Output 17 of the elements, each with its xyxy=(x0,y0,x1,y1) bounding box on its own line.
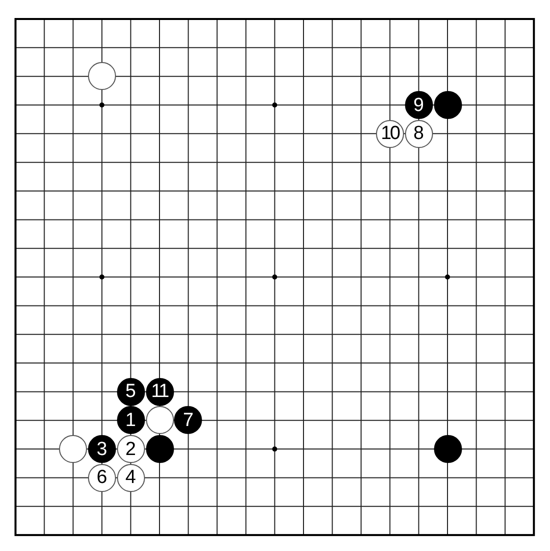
numbered-stone: 1 xyxy=(116,406,145,434)
numbered-stone: 2 xyxy=(116,435,145,464)
numbered-stone: 8 xyxy=(404,120,433,148)
numbered-stone: 5 xyxy=(116,378,145,406)
stone-icon xyxy=(146,406,174,434)
numbered-stone: 3 xyxy=(88,435,116,464)
numbered-stone: 10 xyxy=(376,120,404,148)
numbered-stone: 4 xyxy=(116,464,145,492)
stone-icon xyxy=(59,435,88,464)
stone-icon xyxy=(434,435,462,464)
stone-icon xyxy=(146,435,174,464)
numbered-stone: 6 xyxy=(88,464,116,492)
stone-icon xyxy=(434,91,462,119)
numbered-stone: 9 xyxy=(404,91,433,119)
numbered-stone: 7 xyxy=(174,406,202,434)
numbered-stone: 11 xyxy=(146,378,174,406)
stone-icon xyxy=(88,62,116,90)
